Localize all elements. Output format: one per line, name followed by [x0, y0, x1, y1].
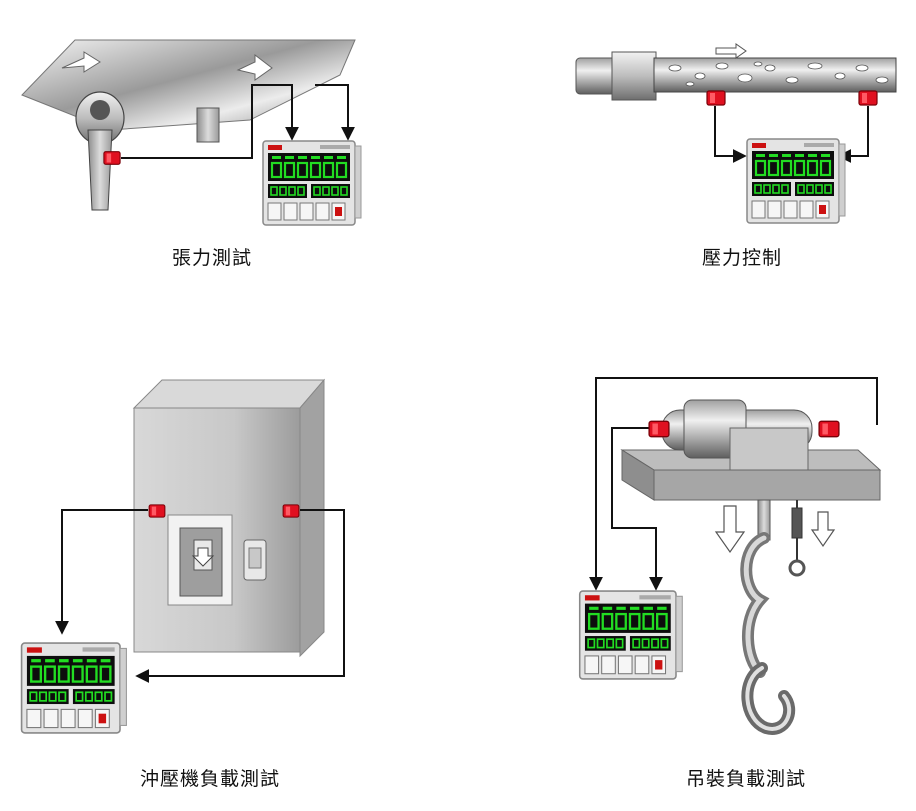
small-hook [788, 559, 806, 577]
support-post [196, 107, 220, 143]
sensor-icon [282, 504, 300, 518]
signal-wire [611, 427, 663, 591]
arrow-icon [236, 53, 273, 81]
crane-block [729, 427, 809, 471]
metal-sheet [21, 39, 356, 131]
crane-panel [578, 377, 882, 735]
signal-wire [55, 509, 148, 635]
signal-wire [121, 84, 299, 159]
controller-icon [578, 590, 684, 680]
signal-wire [315, 84, 355, 141]
arrow-icon [61, 51, 101, 73]
controller-icon [746, 138, 846, 224]
press-top [132, 379, 326, 409]
controller-icon [262, 140, 362, 226]
caption-press: 沖壓機負載測試 [140, 768, 281, 790]
sensor-icon [103, 151, 121, 165]
pipe [653, 57, 897, 93]
roller-arm [87, 129, 113, 211]
crane-platform [653, 469, 881, 501]
signal-wire [714, 106, 747, 163]
pressure-panel [575, 43, 897, 224]
pump-motor [575, 57, 617, 95]
sensor-icon [706, 90, 726, 106]
sensor-icon [148, 504, 166, 518]
sensor-icon [818, 420, 840, 438]
arrow-icon [715, 43, 747, 59]
pump-housing [611, 51, 657, 101]
caption-tension: 張力測試 [172, 247, 253, 269]
tension-panel [21, 39, 362, 226]
arrow-icon [714, 505, 746, 554]
signal-wire [135, 509, 345, 683]
sensor-icon [648, 420, 670, 438]
caption-crane: 吊裝負載測試 [686, 768, 807, 790]
signal-wire [837, 106, 869, 163]
small-sensor [791, 507, 803, 539]
press-side [299, 378, 325, 658]
press-opening [179, 527, 223, 597]
sensor-icon [858, 90, 878, 106]
press-panel [20, 378, 345, 734]
arrow-icon [810, 511, 836, 548]
pipe-bubbles [668, 61, 889, 87]
signal-wire [589, 377, 878, 591]
caption-pressure: 壓力控制 [702, 247, 783, 269]
controller-icon [20, 642, 128, 734]
arrow-icon [191, 547, 215, 567]
